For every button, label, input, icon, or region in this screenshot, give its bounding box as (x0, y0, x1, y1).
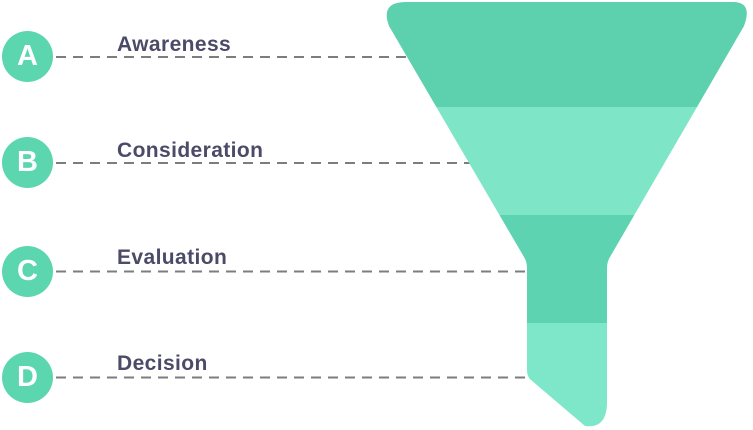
stage-label-decision: Decision (117, 352, 208, 375)
stage-label-consideration: Consideration (117, 139, 264, 162)
stage-letter: A (17, 40, 38, 72)
stage-badge-a: A (2, 31, 53, 82)
stage-badge-b: B (2, 137, 53, 188)
stage-label-awareness: Awareness (117, 33, 232, 56)
funnel-segment-evaluation (386, 215, 747, 323)
funnel-segment-awareness (386, 2, 747, 107)
stage-label-evaluation: Evaluation (117, 246, 228, 269)
stage-letter: B (17, 146, 38, 178)
stage-letter: C (17, 255, 38, 287)
stage-badge-d: D (2, 352, 53, 403)
stage-badge-c: C (2, 246, 53, 297)
funnel-segment-consideration (386, 107, 747, 215)
stage-letter: D (17, 361, 38, 393)
